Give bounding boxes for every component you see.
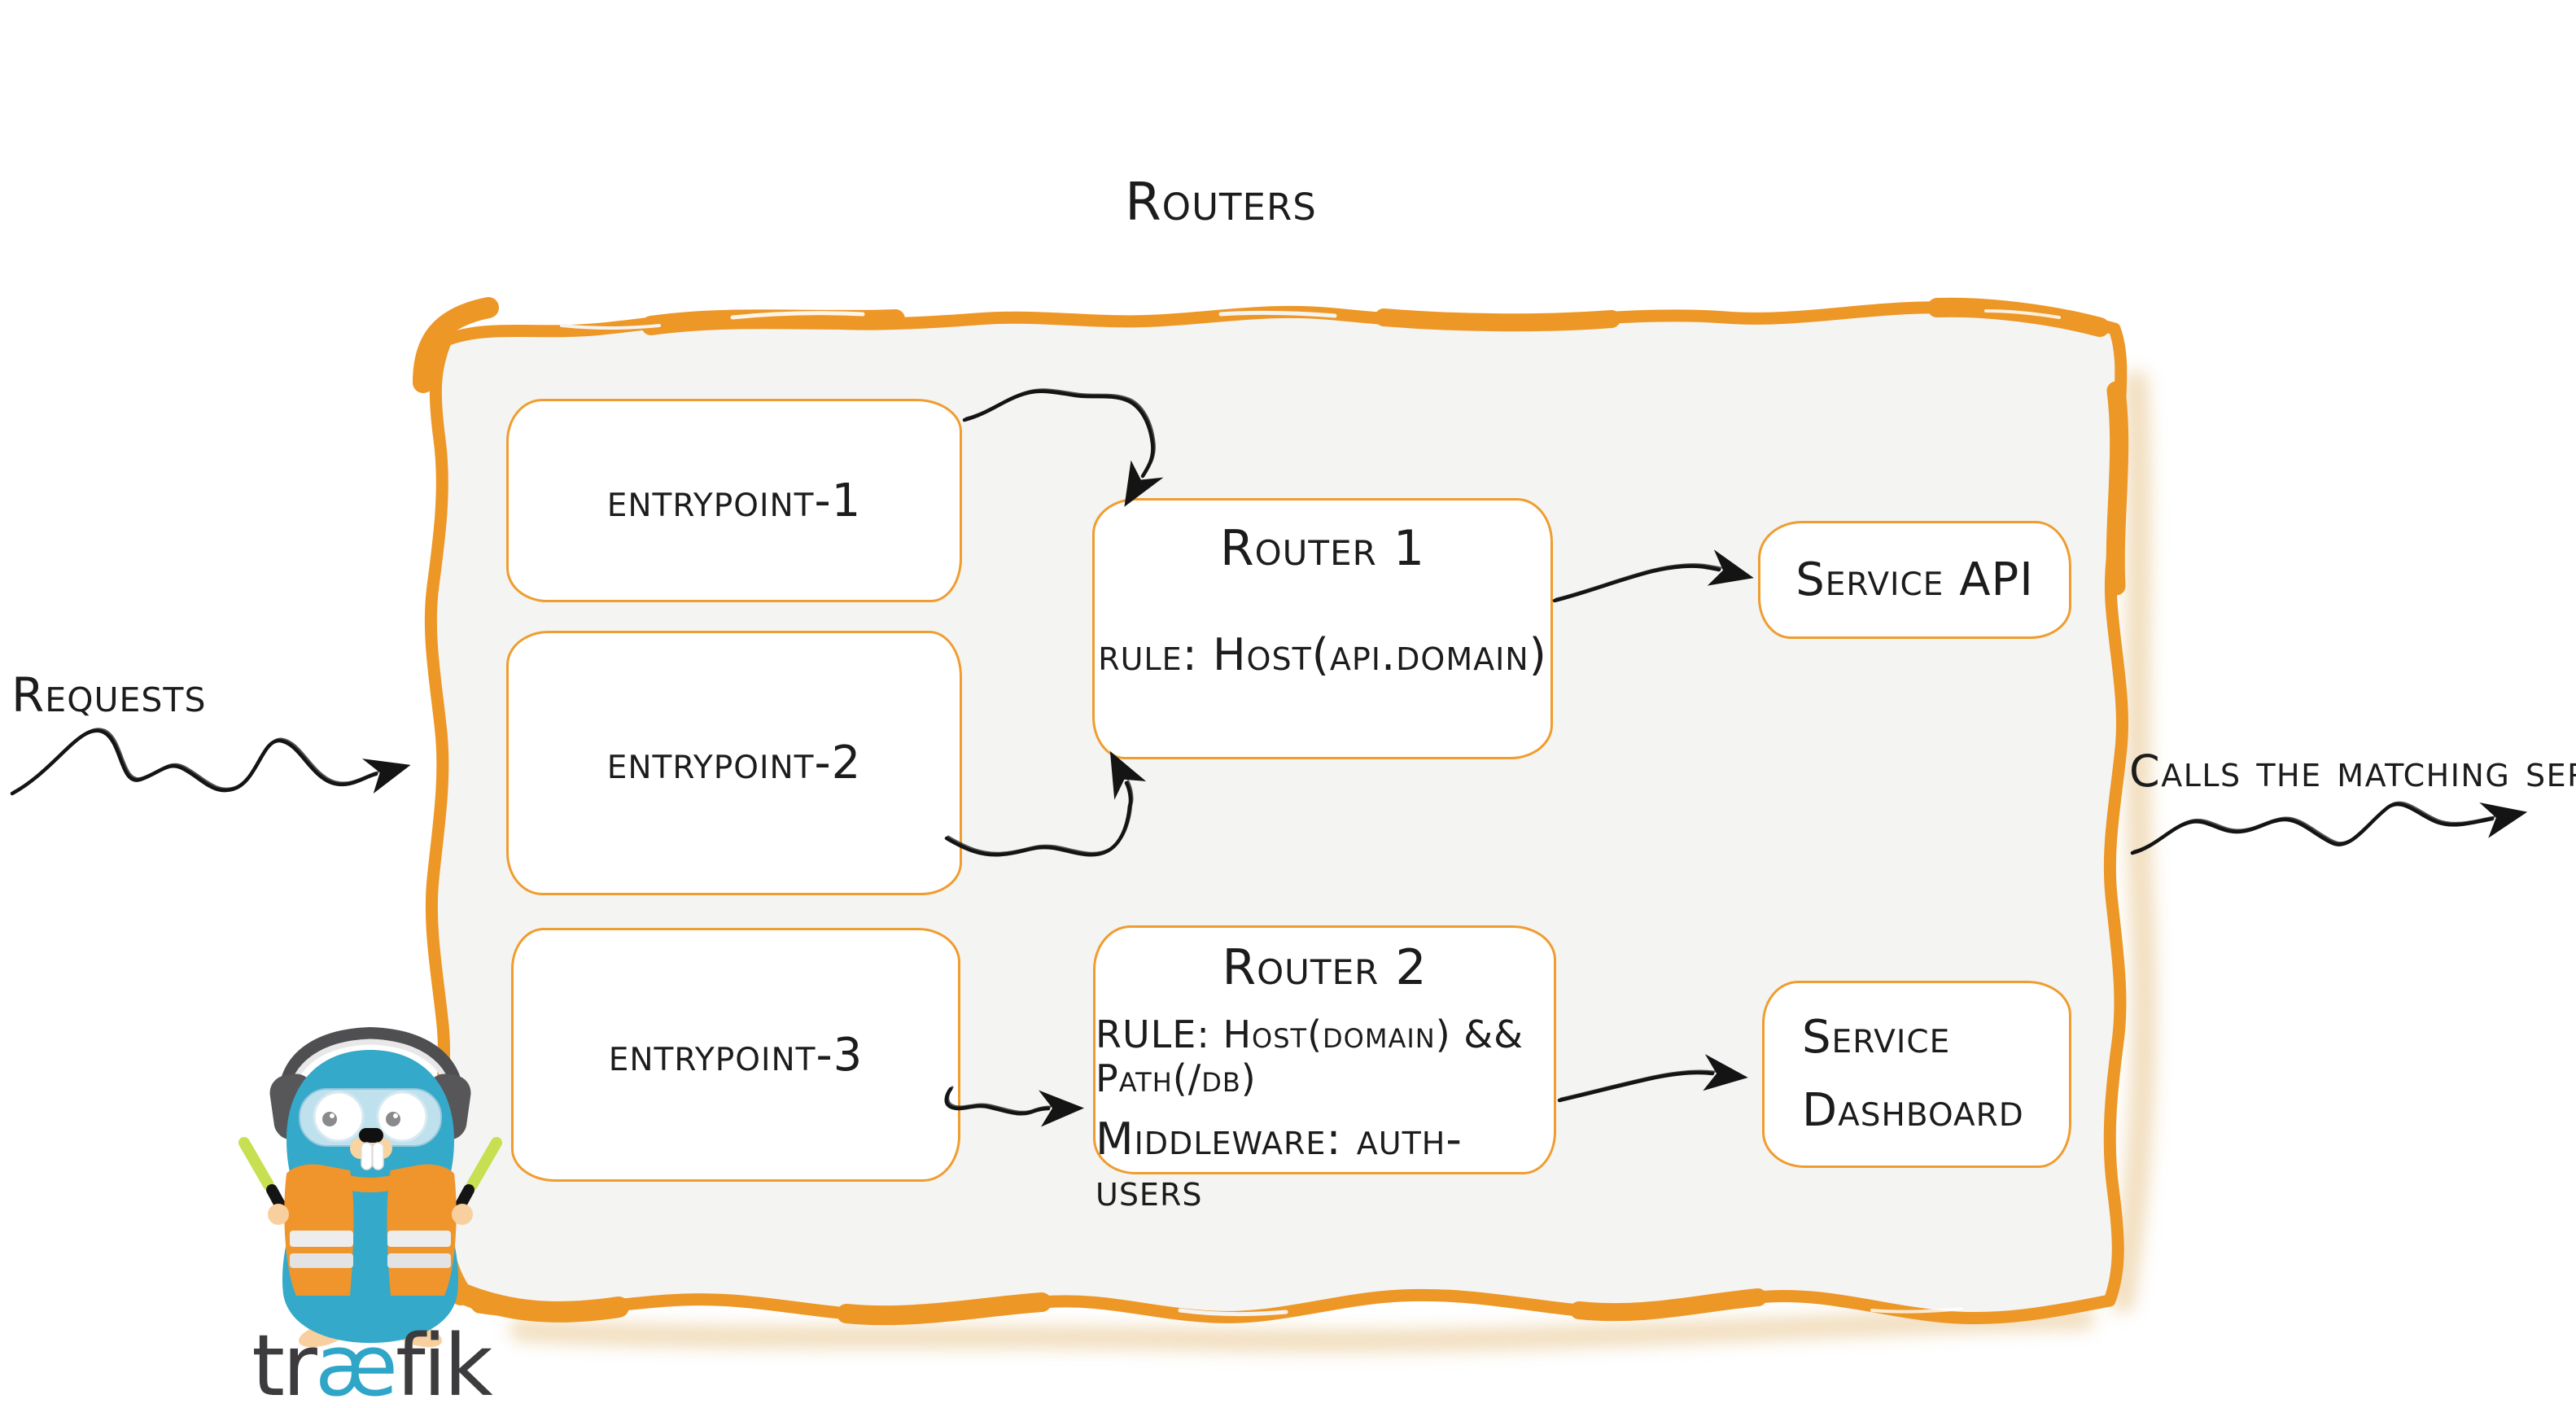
- service-api-label: Service API: [1795, 553, 2034, 606]
- requests-label: Requests: [11, 667, 207, 723]
- entrypoint-3-label: entrypoint-3: [608, 1028, 864, 1082]
- entrypoint-1-node: entrypoint-1: [506, 399, 962, 602]
- router-1-node: Router 1 rule: Host(api.domain): [1092, 498, 1553, 759]
- calls-label: Calls the matching server: [2129, 746, 2576, 797]
- service-dashboard-node: Service Dashboard: [1762, 981, 2071, 1168]
- service-dashboard-label-line2: Dashboard: [1802, 1084, 2024, 1137]
- router-2-title: Router 2: [1222, 939, 1428, 996]
- router-2-node: Router 2 RULE: Host(domain) && Path(/db)…: [1093, 925, 1556, 1216]
- diagram-title: Routers: [1125, 173, 1317, 233]
- service-dashboard-label-line1: Service: [1802, 1011, 1951, 1065]
- entrypoint-2-label: entrypoint-2: [606, 737, 862, 789]
- service-api-node: Service API: [1758, 521, 2071, 639]
- router-2-middleware: Middleware: auth-users: [1096, 1113, 1463, 1216]
- entrypoint-3-node: entrypoint-3: [511, 928, 960, 1182]
- router-1-title: Router 1: [1219, 520, 1426, 577]
- router-1-rule: rule: Host(api.domain): [1098, 629, 1547, 680]
- entrypoint-2-node: entrypoint-2: [506, 631, 962, 895]
- entrypoint-1-label: entrypoint-1: [606, 474, 862, 527]
- router-2-rule: RULE: Host(domain) && Path(/db): [1096, 1012, 1524, 1100]
